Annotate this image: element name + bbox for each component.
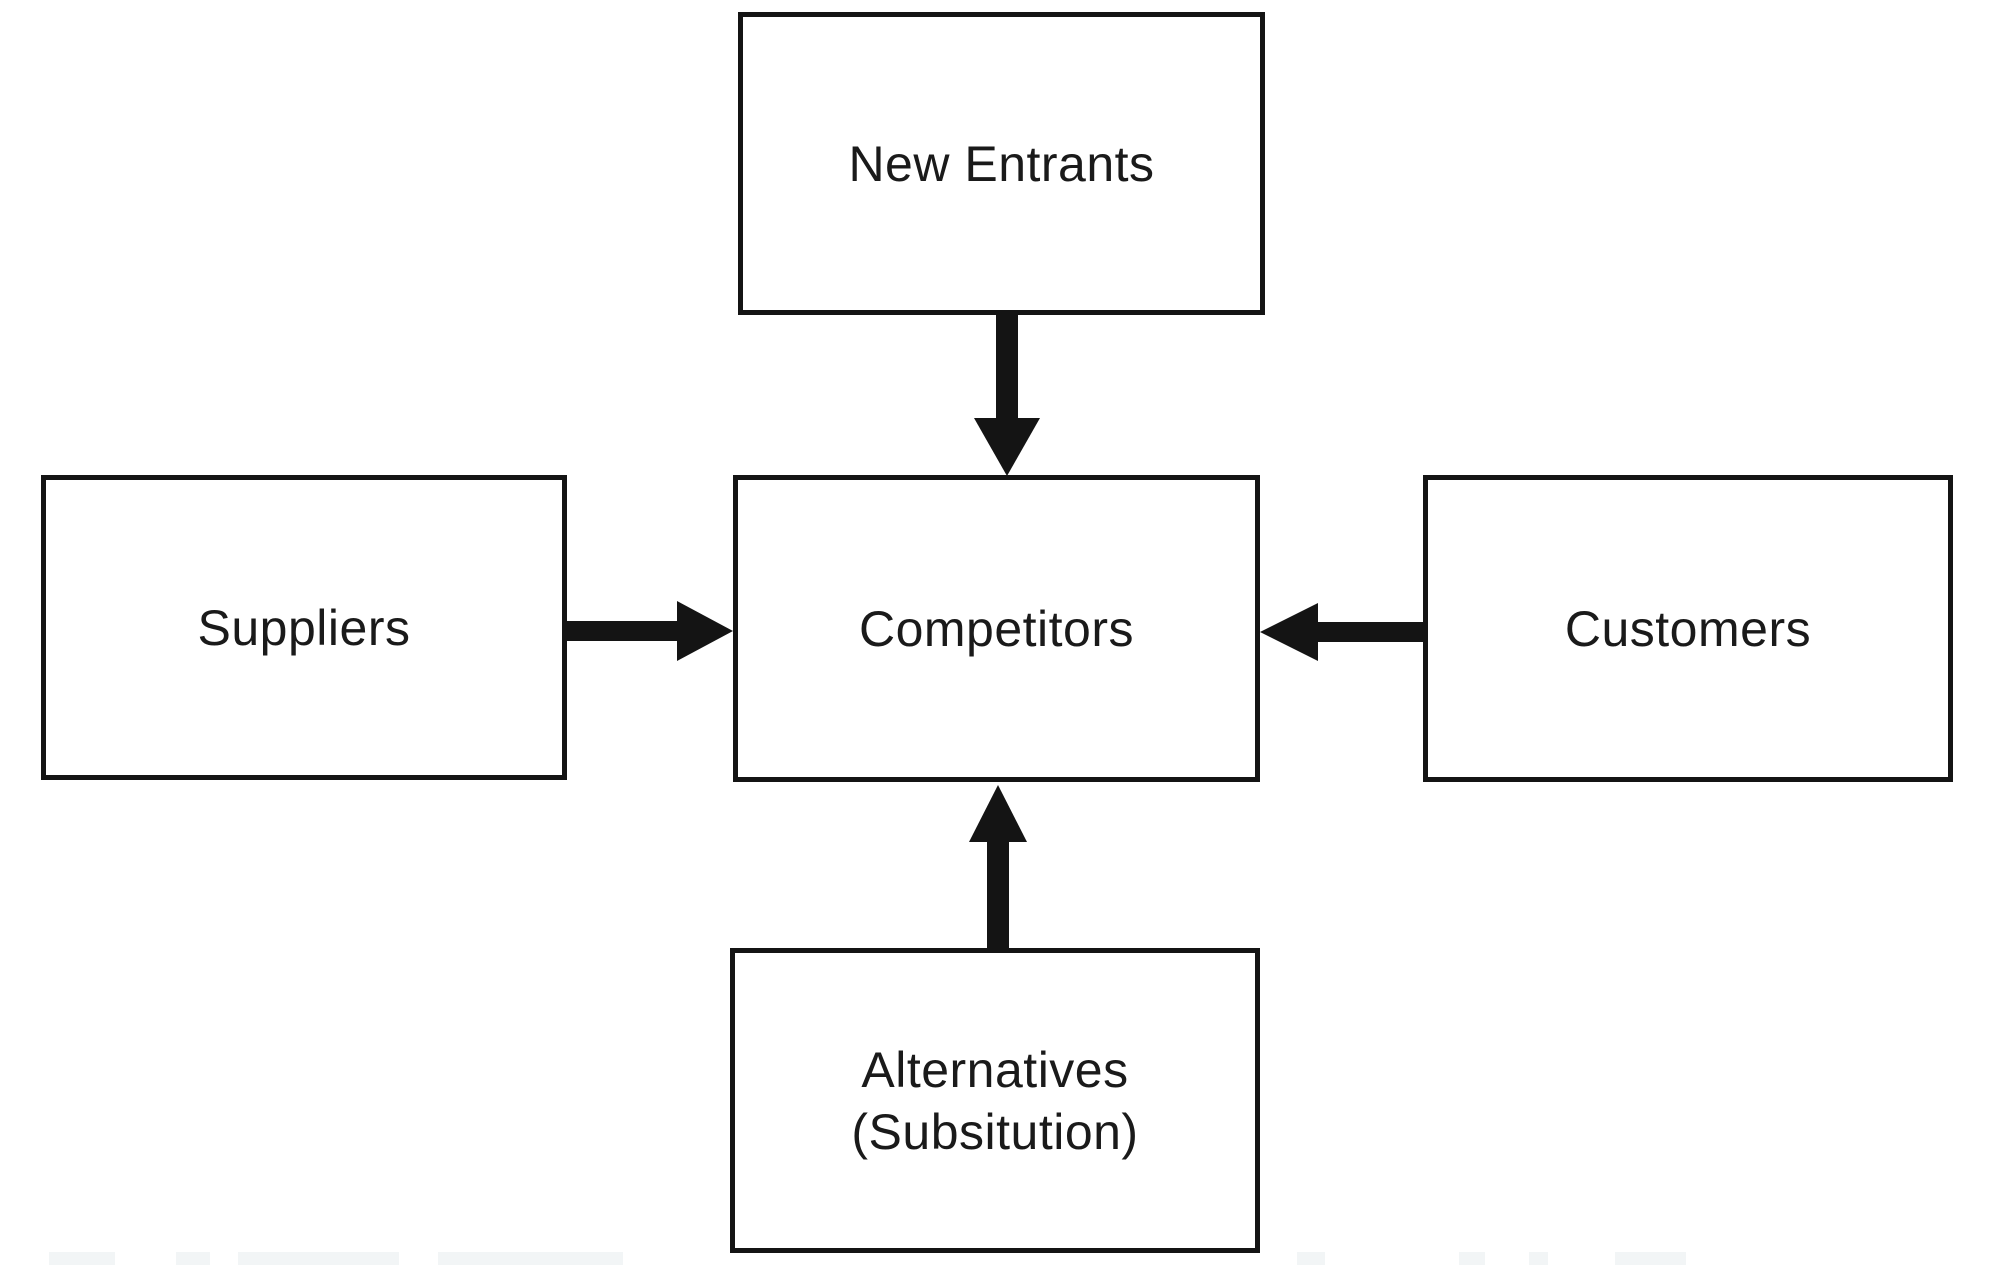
node-suppliers-label: Suppliers [197, 599, 411, 656]
faded-caption-remnant [1615, 1252, 1686, 1265]
arrow-head-left-icon [1260, 603, 1318, 661]
node-alternatives-label-line2: (Subsitution) [851, 1103, 1139, 1160]
node-new-entrants: New Entrants [738, 12, 1265, 315]
arrow-shaft [567, 621, 679, 641]
faded-caption-remnant [1459, 1252, 1485, 1265]
faded-caption-remnant [1529, 1252, 1548, 1265]
faded-caption-remnant [1297, 1252, 1325, 1265]
arrow-shaft [987, 841, 1009, 948]
node-suppliers: Suppliers [41, 475, 567, 780]
node-new-entrants-label: New Entrants [848, 135, 1155, 192]
arrow-head-down-icon [974, 418, 1040, 476]
arrow-shaft [996, 315, 1018, 419]
faded-caption-remnant [438, 1252, 623, 1265]
arrow-head-up-icon [969, 785, 1027, 842]
node-customers: Customers [1423, 475, 1953, 782]
node-alternatives-label-line1: Alternatives [861, 1041, 1129, 1098]
node-customers-label: Customers [1564, 600, 1812, 657]
node-alternatives: Alternatives (Subsitution) [730, 948, 1260, 1253]
arrow-head-right-icon [677, 601, 733, 661]
faded-caption-remnant [176, 1252, 210, 1265]
arrow-shaft [1316, 622, 1423, 642]
faded-caption-remnant [238, 1252, 399, 1265]
node-competitors: Competitors [733, 475, 1260, 782]
node-competitors-label: Competitors [858, 600, 1135, 657]
faded-caption-remnant [49, 1252, 115, 1265]
